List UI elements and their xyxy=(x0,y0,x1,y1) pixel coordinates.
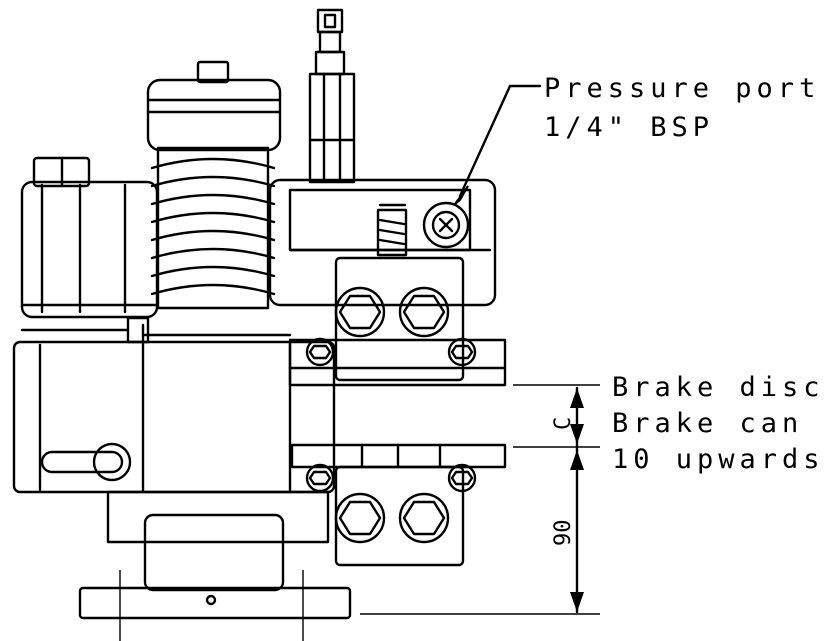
bsp-label: 1/4" BSP xyxy=(544,112,714,143)
cylinder-body xyxy=(12,316,336,494)
release-lever xyxy=(40,442,132,482)
lower-clamp-block xyxy=(334,465,465,567)
brake-disc-lower xyxy=(290,443,507,469)
dimension-90-label: 90 xyxy=(551,520,576,547)
mount-base xyxy=(78,490,352,620)
dimension-lines xyxy=(360,384,600,615)
pressure-fitting xyxy=(308,8,356,184)
upper-clamp-block xyxy=(334,256,465,382)
coil-spring xyxy=(150,146,276,310)
spring-cap xyxy=(146,60,282,152)
pressure-port-label: Pressure port xyxy=(544,73,820,104)
brake-disc-label: Brake disc xyxy=(612,372,825,403)
pressure-port-leader xyxy=(454,84,542,205)
brake-can-label: Brake can xyxy=(612,408,803,439)
upwards-label: 10 upwards xyxy=(612,444,825,475)
dimension-c-label: C xyxy=(551,417,576,430)
left-housing xyxy=(20,156,159,319)
pressure-port-socket xyxy=(422,201,470,249)
base-centre-lines xyxy=(119,570,304,641)
lower-side-nuts xyxy=(305,463,477,493)
